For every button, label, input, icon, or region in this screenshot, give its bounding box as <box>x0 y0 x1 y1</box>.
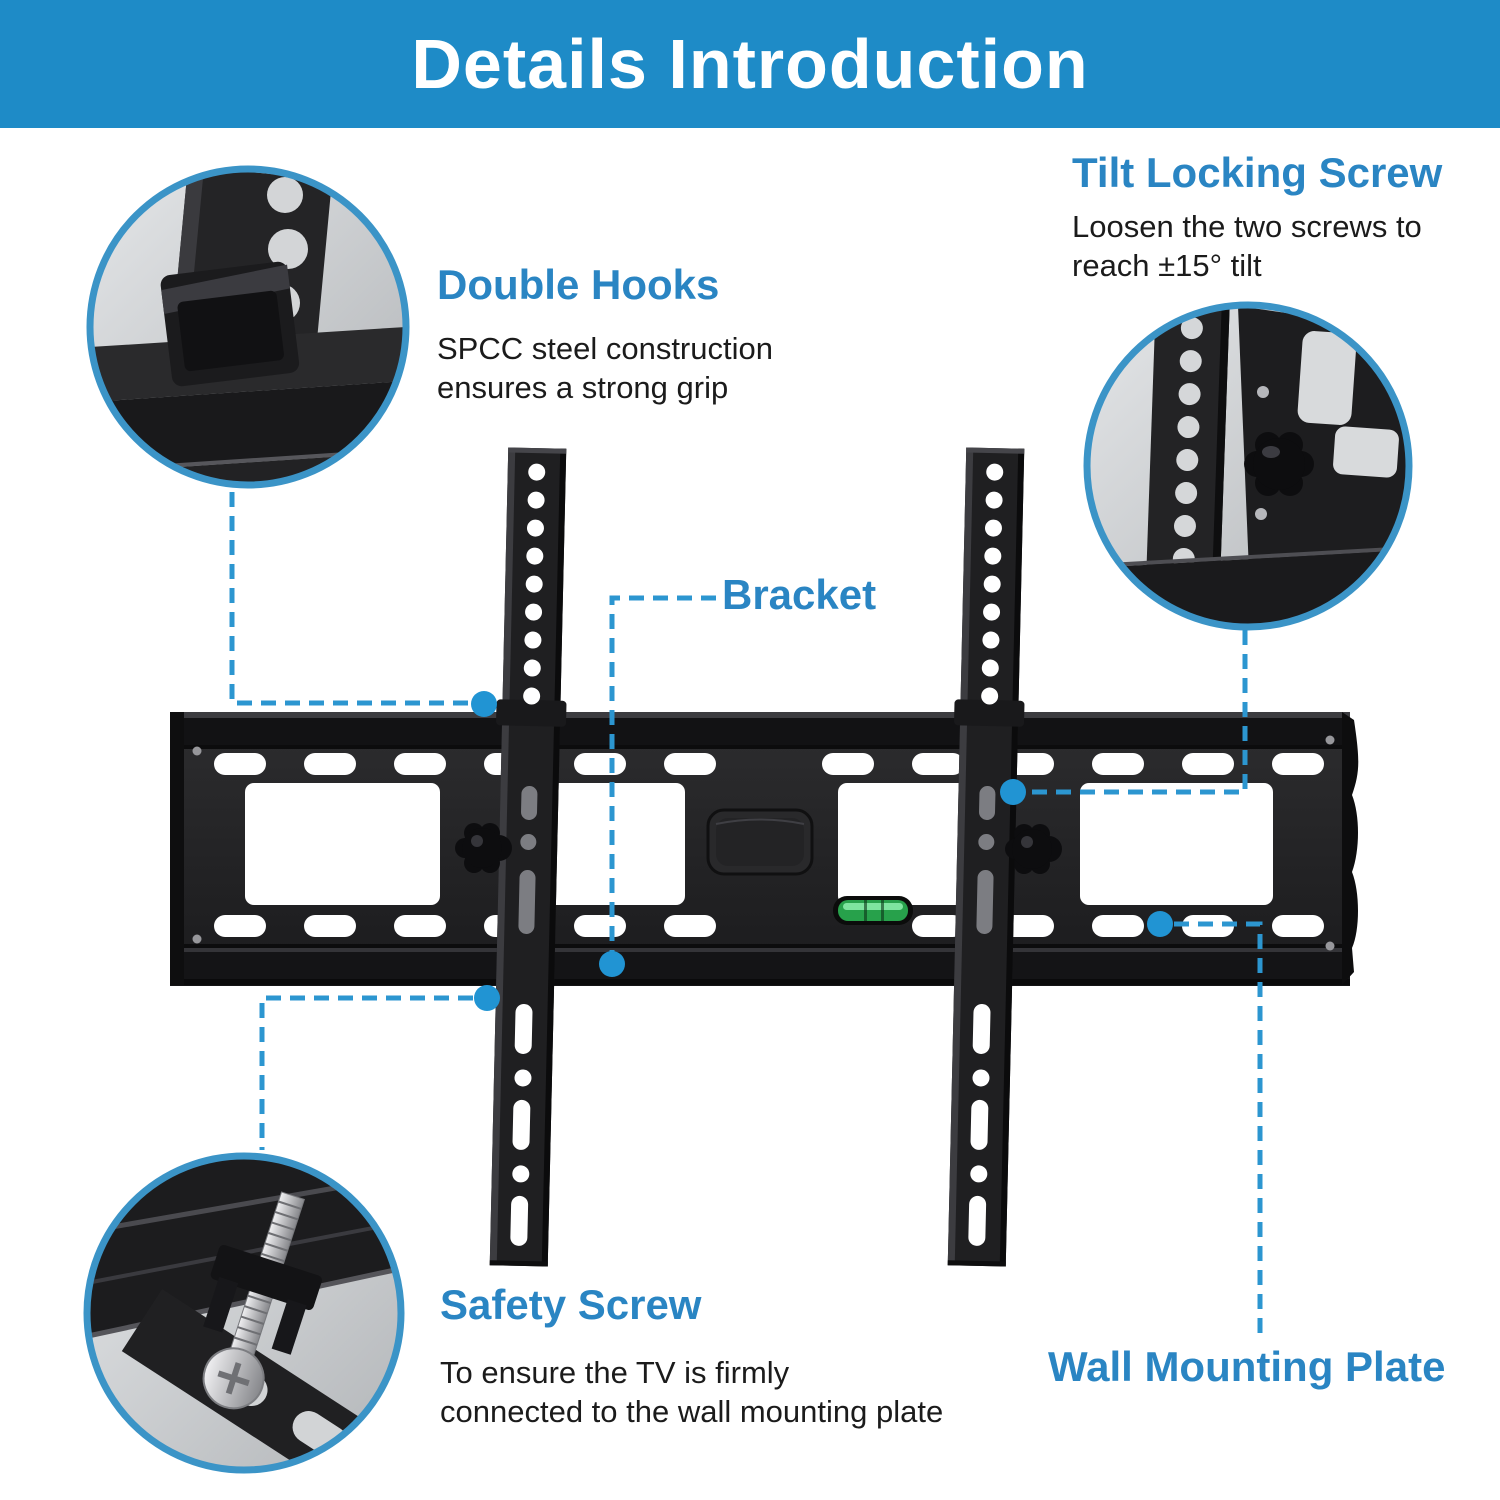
safety-screw-connector-line <box>259 995 473 1150</box>
bracket-title: Bracket <box>722 571 877 618</box>
wall-plate-dot <box>1147 911 1173 937</box>
header-banner: Details Introduction <box>0 0 1500 128</box>
tilt-screw-dot <box>1000 779 1026 805</box>
tilt-locking-screw-line-1: Loosen the two screws to <box>1072 209 1422 245</box>
tilt-knob-left <box>455 823 512 873</box>
tilt-screw-connector-line <box>1028 630 1248 795</box>
bracket-connector-line <box>609 595 716 952</box>
bubble-level <box>833 896 913 925</box>
double-hooks-title: Double Hooks <box>437 261 720 308</box>
safety-screw-dot <box>474 985 500 1011</box>
double-hooks-line-2: ensures a strong grip <box>437 370 729 406</box>
safety-screw-description: To ensure the TV is firmly connected to … <box>440 1353 943 1431</box>
wall-mounting-plate-title: Wall Mounting Plate <box>1048 1343 1446 1390</box>
safety-screw-photo-circle <box>83 1152 405 1474</box>
callout-connectors <box>229 492 1263 1336</box>
knob-shape <box>1244 432 1314 496</box>
double-hooks-connector-line <box>229 492 470 706</box>
safety-screw-callout: Safety Screw To ensure the TV is firmly … <box>440 1282 943 1431</box>
wall-mounting-plate-callout: Wall Mounting Plate <box>1048 1343 1446 1390</box>
safety-screw-line-1: To ensure the TV is firmly <box>440 1355 790 1391</box>
wall-plate-connector-line <box>1174 921 1263 1336</box>
bracket-dot <box>599 951 625 977</box>
wall-mounting-plate <box>170 712 1359 986</box>
tilt-locking-screw-callout: Tilt Locking Screw Loosen the two screws… <box>1072 150 1442 285</box>
right-bracket <box>947 447 1025 1267</box>
plate-bottom-slots <box>214 915 1324 937</box>
hook-clamp-shape <box>160 261 300 387</box>
double-hooks-line-1: SPCC steel construction <box>437 331 773 367</box>
screw-shape <box>202 1191 322 1410</box>
plate-windows <box>245 783 1273 905</box>
tilt-locking-screw-title: Tilt Locking Screw <box>1072 149 1443 196</box>
bracket-callout: Bracket <box>722 571 877 618</box>
center-emboss <box>706 808 814 876</box>
tilt-screw-photo-circle <box>1083 301 1413 631</box>
tilt-locking-screw-description: Loosen the two screws to reach ±15° tilt <box>1072 207 1442 285</box>
tilt-locking-screw-line-2: reach ±15° tilt <box>1072 248 1262 284</box>
page-title: Details Introduction <box>411 25 1089 103</box>
double-hooks-photo-circle <box>86 165 410 489</box>
double-hooks-dot <box>471 691 497 717</box>
safety-screw-line-2: connected to the wall mounting plate <box>440 1394 944 1430</box>
double-hooks-callout: Double Hooks SPCC steel construction ens… <box>437 262 773 407</box>
tilt-knob-right <box>1005 824 1062 874</box>
double-hooks-description: SPCC steel construction ensures a strong… <box>437 329 773 407</box>
safety-screw-title: Safety Screw <box>440 1281 702 1328</box>
